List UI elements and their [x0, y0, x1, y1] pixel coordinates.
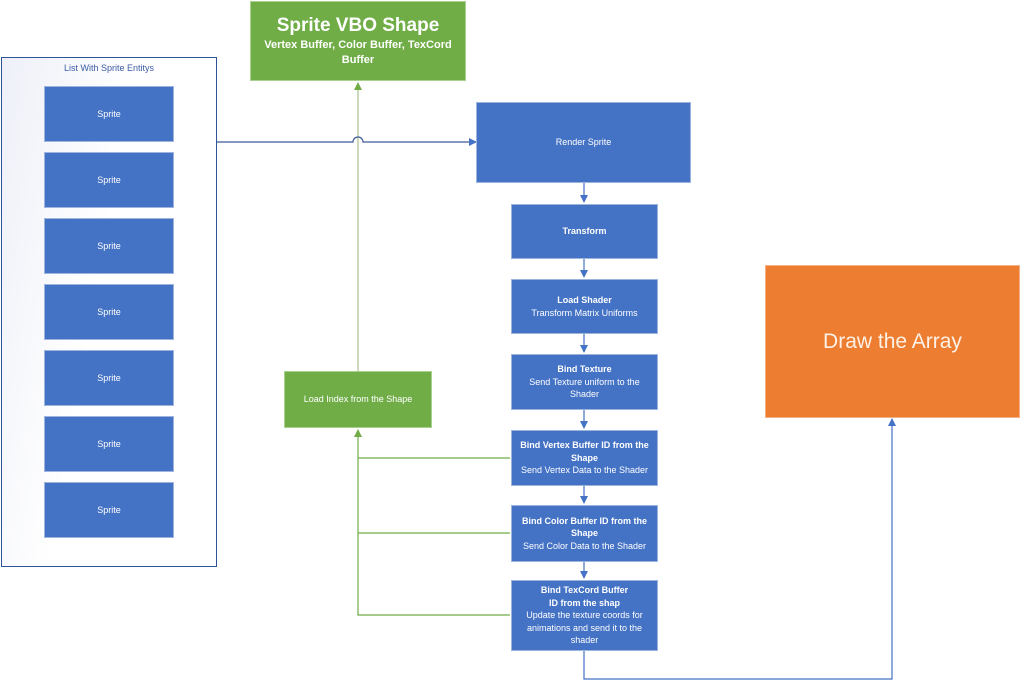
- sprite-node[interactable]: Sprite: [44, 152, 174, 208]
- bind-texture-node[interactable]: Bind Texture Send Texture uniform to the…: [511, 354, 658, 410]
- sprite-node[interactable]: Sprite: [44, 350, 174, 406]
- sprite-label: Sprite: [97, 439, 121, 449]
- transform-node[interactable]: Transform: [511, 204, 658, 259]
- edge-texcord-to-load-index: [354, 429, 510, 616]
- bind-color-buffer-title: Bind Color Buffer ID from the Shape: [522, 515, 647, 539]
- sprite-list-title: List With Sprite Entitys: [63, 63, 155, 73]
- load-index-node[interactable]: Load Index from the Shape: [284, 371, 432, 428]
- vbo-shape-title: Sprite VBO Shape: [276, 15, 440, 36]
- bind-vertex-buffer-title: Bind Vertex Buffer ID from the Shape: [520, 440, 649, 463]
- load-index-label: Load Index from the Shape: [303, 394, 413, 405]
- bind-texcord-buffer-node[interactable]: Bind TexCord Buffer ID from the shap Upd…: [511, 580, 658, 651]
- sprite-node[interactable]: Sprite: [44, 284, 174, 340]
- bind-texcord-buffer-detail: Update the texture coords for animations…: [526, 610, 643, 646]
- vbo-shape-node[interactable]: Sprite VBO Shape Vertex Buffer, Color Bu…: [250, 1, 466, 81]
- bind-texture-title: Bind Texture: [557, 364, 612, 375]
- sprite-label: Sprite: [97, 241, 121, 251]
- vbo-shape-subtitle: Vertex Buffer, Color Buffer, TexCord Buf…: [264, 39, 452, 66]
- bind-color-buffer-detail: Send Color Data to the Shader: [522, 540, 647, 551]
- bind-texcord-buffer-title: Bind TexCord Buffer ID from the shap: [540, 585, 629, 608]
- render-sprite-label: Render Sprite: [555, 137, 612, 148]
- sprite-node[interactable]: Sprite: [44, 482, 174, 538]
- bind-vertex-buffer-node[interactable]: Bind Vertex Buffer ID from the Shape Sen…: [511, 430, 658, 486]
- transform-label: Transform: [562, 226, 607, 237]
- sprite-node[interactable]: Sprite: [44, 86, 174, 142]
- sprite-label: Sprite: [97, 307, 121, 317]
- render-sprite-node[interactable]: Render Sprite: [476, 102, 691, 183]
- sprite-label: Sprite: [97, 373, 121, 383]
- sprite-label: Sprite: [97, 109, 121, 119]
- bind-color-buffer-node[interactable]: Bind Color Buffer ID from the Shape Send…: [511, 505, 658, 562]
- draw-array-label: Draw the Array: [823, 329, 962, 353]
- load-shader-detail: Transform Matrix Uniforms: [531, 307, 638, 318]
- load-shader-title: Load Shader: [557, 295, 612, 305]
- bind-vertex-buffer-detail: Send Vertex Data to the Shader: [520, 465, 649, 476]
- load-shader-node[interactable]: Load Shader Transform Matrix Uniforms: [511, 279, 658, 334]
- bind-texture-detail: Send Texture uniform to the Shader: [529, 376, 640, 400]
- edge-texcord-to-draw: [583, 418, 896, 680]
- sprite-node[interactable]: Sprite: [44, 416, 174, 472]
- draw-array-node[interactable]: Draw the Array: [765, 265, 1020, 418]
- sprite-node[interactable]: Sprite: [44, 218, 174, 274]
- sprite-label: Sprite: [97, 505, 121, 515]
- edge-list-to-render: [217, 136, 477, 146]
- sprite-label: Sprite: [97, 175, 121, 185]
